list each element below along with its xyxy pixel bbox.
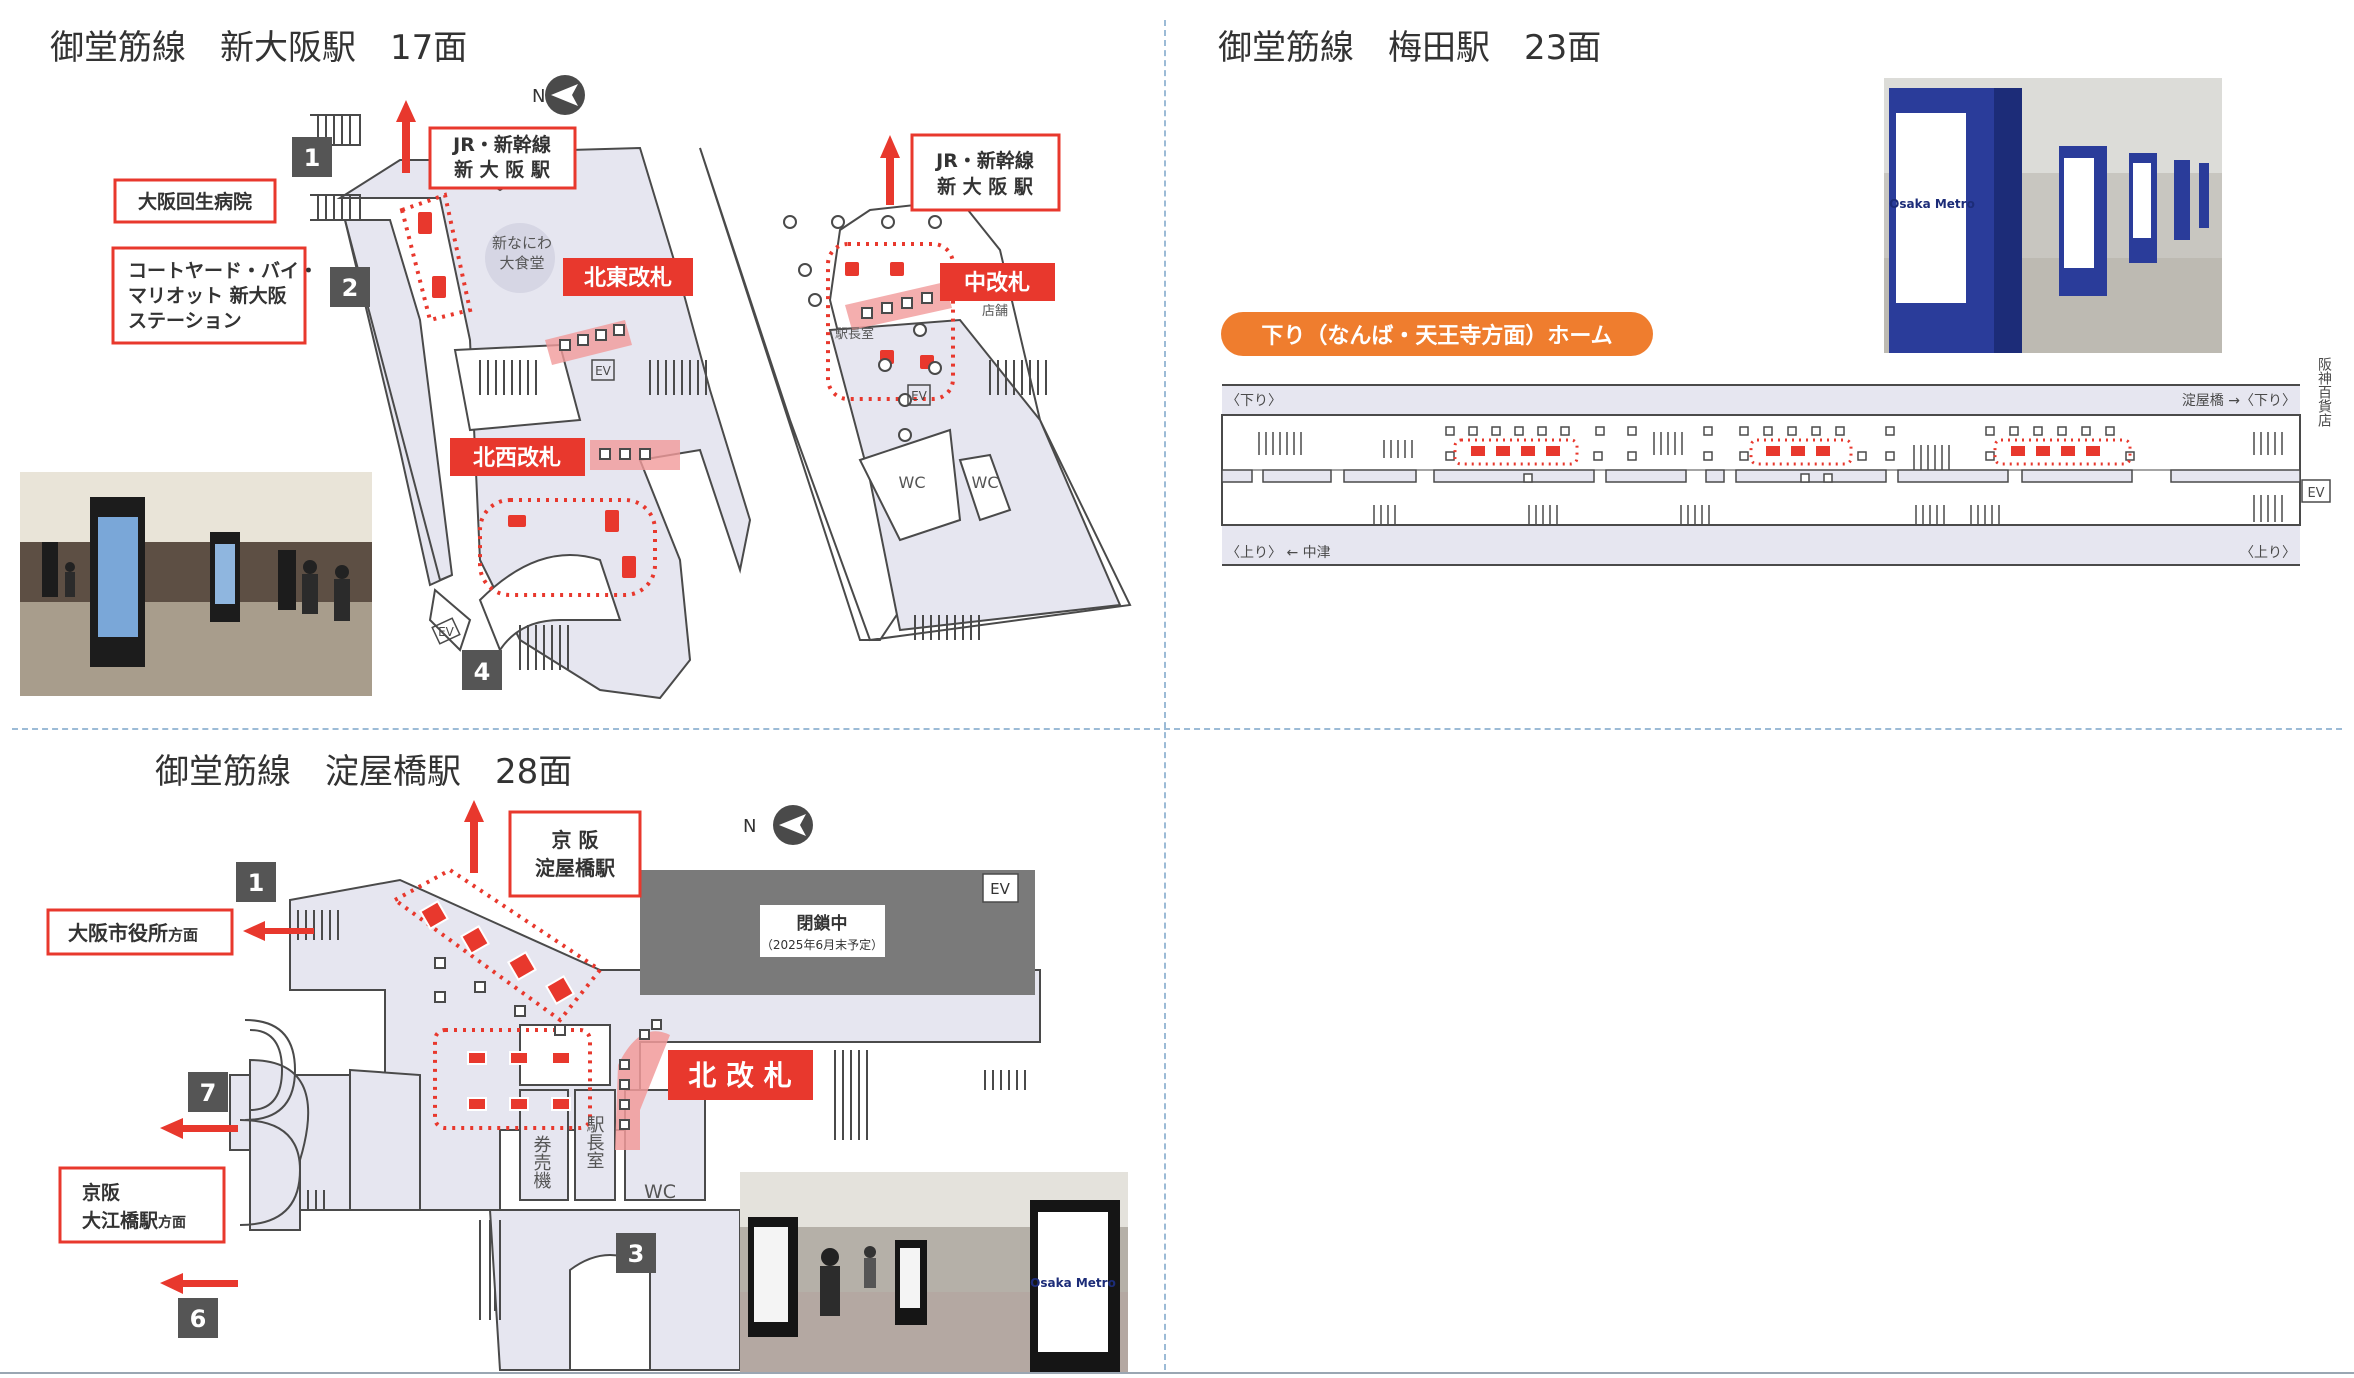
gate-center-label: 中改札 [964,270,1030,296]
stationmaster-label: 駅長室 [835,326,874,342]
exit-4-badge: 4 [474,658,491,686]
yodo-ev: EV [990,880,1010,898]
umeda-photo-brand: Osaka Metro [1889,197,1975,211]
yodo-wc: WC [644,1181,676,1203]
umeda-down-label: 〈下り〉 [1226,393,1282,409]
jr-right-line1: JR・新幹線 [934,149,1034,172]
cityhall-label: 大阪市役所 [68,921,168,945]
jr-right-line2: 新 大 阪 駅 [937,175,1034,198]
exit-2-badge: 2 [342,274,359,302]
closed-note: （2025年6月末予定） [761,937,883,952]
exit-1-badge: 1 [304,144,321,172]
wc-label-2: WC [972,473,999,492]
keihan-oe-suffix: 方面 [158,1214,186,1231]
shin-osaka-panel: 御堂筋線 新大阪駅 17面 [0,0,1164,726]
yodo-exit-6: 6 [190,1305,207,1333]
ev-label-3: EV [438,625,455,639]
shin-osaka-map: EV EV EV 新なにわ 大食堂 WC WC 店舗 駅長室 N 1 2 4 J… [111,75,1132,700]
hospital-label: 大阪回生病院 [138,190,252,213]
yodo-photo-brand: Osaka Metro [1030,1276,1116,1290]
gate-n-label: 北 改 札 [688,1059,792,1092]
keihan-oe-line2: 大江橋駅 [82,1209,159,1232]
umeda-ev: EV [2307,486,2324,501]
jr-left-line1: JR・新幹線 [451,133,551,156]
shin-osaka-title: 御堂筋線 新大阪駅 17面 [50,28,468,68]
gate-nw-label: 北西改札 [473,445,561,471]
umeda-platform-diagram: EV 〈下り〉 淀屋橋 →〈下り〉 〈上り〉 ← 中津 〈上り〉 阪神百貨店 [1221,357,2332,566]
ev-label-2: EV [911,389,928,403]
ticket-label: 券売機 [531,1135,552,1190]
courtyard-line2: マリオット 新大阪 [128,284,288,307]
shop-label: 店舗 [982,304,1008,319]
horizontal-divider [12,728,2342,730]
north-label: N [532,86,545,107]
keihan-line2: 淀屋橋駅 [535,856,615,880]
umeda-down-dir: 淀屋橋 →〈下り〉 [2182,393,2296,409]
yodo-north: N [743,816,756,837]
umeda-title: 御堂筋線 梅田駅 23面 [1218,28,1602,68]
yodoyabashi-panel: 御堂筋線 淀屋橋駅 28面 閉鎖中 （2025年6月末予定） EV [0,730,1164,1372]
umeda-photo: Osaka Metro [1884,78,2222,353]
yodoyabashi-title: 御堂筋線 淀屋橋駅 28面 [155,752,573,792]
shokudo-line1: 新なにわ [492,234,552,252]
umeda-up-right: 〈上り〉 [2240,545,2296,561]
wc-label-1: WC [899,473,926,492]
floor-right [699,147,1132,642]
shokudo-line2: 大食堂 [499,254,544,272]
jr-left-line2: 新 大 阪 駅 [454,158,551,181]
cityhall-suffix: 方面 [168,926,198,944]
keihan-line1: 京 阪 [552,828,600,852]
gate-ne-label: 北東改札 [584,265,672,291]
umeda-hanshin: 阪神百貨店 [2316,357,2332,427]
yodoyabashi-map: 閉鎖中 （2025年6月末予定） EV [46,800,1041,1371]
keihan-oe-line1: 京阪 [82,1181,121,1204]
courtyard-line3: ステーション [128,310,242,332]
shin-osaka-photo [20,472,372,696]
bottom-rule [0,1372,2354,1374]
yodo-stationmaster: 駅長室 [584,1115,605,1169]
umeda-banner-text: 下り（なんば・天王寺方面）ホーム [1261,323,1612,349]
vertical-divider [1164,20,1166,1370]
ev-label-1: EV [595,364,612,378]
yodo-exit-3: 3 [628,1240,645,1268]
yodoyabashi-photo: Osaka Metro [740,1172,1128,1372]
svg-text:大阪市役所方面: 大阪市役所方面 [68,921,198,945]
umeda-up-label: 〈上り〉 ← 中津 [1226,545,1331,561]
svg-text:大江橋駅方面: 大江橋駅方面 [82,1209,186,1232]
umeda-panel: 御堂筋線 梅田駅 23面 Osaka Metro 下り（なんば・天王寺方面）ホー… [1166,0,2354,726]
yodo-exit-7: 7 [200,1079,217,1107]
closed-label: 閉鎖中 [797,913,848,934]
yodo-exit-1: 1 [248,869,265,897]
courtyard-line1: コートヤード・バイ・ [128,260,318,282]
